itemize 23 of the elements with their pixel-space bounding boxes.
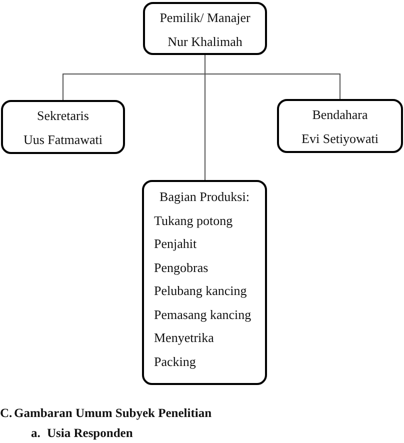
role-box [277,99,403,153]
task-item: Pemasang kancing [154,306,252,322]
task-item: Menyetrika [154,330,214,346]
list-number: C. [0,406,12,421]
role-box [1,100,125,154]
role-box [142,180,267,385]
section-heading: Gambaran Umum Subyek Penelitian [14,406,212,421]
task-item: Penjahit [154,236,197,252]
list-letter: a. [31,426,40,441]
task-item: Pelubang kancing [154,283,247,299]
role-title: Bagian Produksi: [158,189,250,205]
connector-line [204,54,206,180]
task-item: Packing [154,354,196,370]
person-name: Nur Khalimah [166,34,244,50]
task-item: Pengobras [154,260,208,276]
person-name: Uus Fatmawati [22,132,104,148]
role-box [143,2,267,55]
subsection-heading: Usia Responden [47,426,133,441]
role-title: Sekretaris [36,108,90,124]
task-item: Tukang potong [154,212,233,228]
person-name: Evi Setiyowati [300,131,380,147]
role-title: Bendahara [311,107,369,123]
role-title: Pemilik/ Manajer [158,10,252,26]
